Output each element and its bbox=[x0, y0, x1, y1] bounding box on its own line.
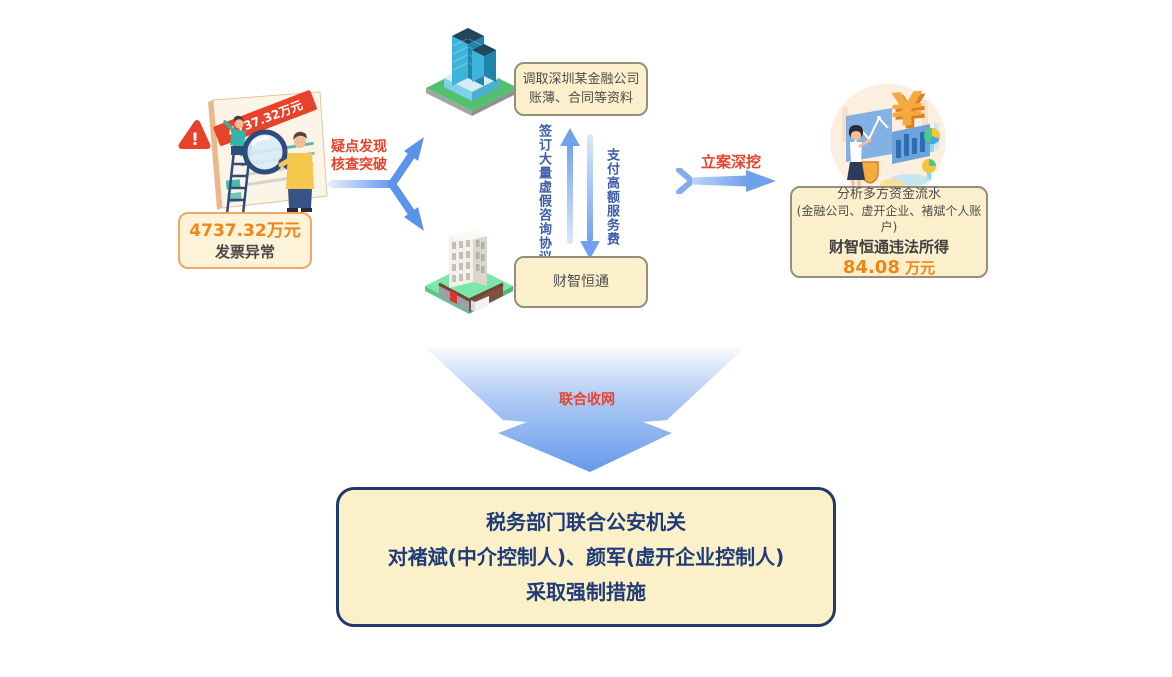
building-door bbox=[450, 290, 457, 304]
finance-building-illustration bbox=[426, 28, 518, 116]
invoice-amount: 4737.32万元 bbox=[189, 220, 301, 241]
bar-chart-panel bbox=[892, 124, 930, 164]
finance-evidence-box: 调取深圳某金融公司 账薄、合同等资料 bbox=[514, 62, 648, 116]
yuan-icon: ¥ ¥ bbox=[891, 81, 926, 140]
invoice-document-illustration: 4737.32万元 bbox=[178, 90, 328, 215]
inspector-on-ladder bbox=[223, 115, 246, 155]
invoice-status: 发票异常 bbox=[214, 242, 275, 261]
svg-text:¥: ¥ bbox=[894, 84, 926, 140]
enforcement-result-box: 税务部门联合公安机关 对褚斌(中介控制人)、颜军(虚开企业控制人) 采取强制措施 bbox=[336, 487, 836, 627]
invoice-amount-box: 4737.32万元 发票异常 bbox=[178, 212, 312, 269]
arrow-down bbox=[580, 134, 600, 259]
flow-pay-label: 支付高额服务费 bbox=[604, 148, 619, 246]
fund-analysis-illustration: ¥ ¥ bbox=[830, 81, 946, 196]
svg-text:¥: ¥ bbox=[891, 81, 923, 137]
company-building-illustration bbox=[425, 230, 513, 314]
inspector-standing bbox=[278, 131, 314, 212]
joint-action-arrow bbox=[425, 347, 745, 472]
split-arrow bbox=[328, 137, 424, 231]
warning-icon: ! bbox=[178, 120, 211, 150]
case-arrow bbox=[676, 168, 776, 194]
company-name-box: 财智恒通 bbox=[514, 256, 648, 308]
arrow-up bbox=[560, 128, 580, 244]
warning-exclamation: ! bbox=[191, 130, 199, 150]
step2-label: 立案深挖 bbox=[701, 153, 762, 171]
step3-label: 联合收网 bbox=[559, 392, 615, 408]
step1-label: 疑点发现 核查突破 bbox=[331, 139, 387, 173]
flow-sign-label: 签订大量虚假咨询协议 bbox=[536, 124, 551, 264]
pie-chart-icon bbox=[922, 127, 941, 180]
illegal-gain-amount: 84.08 万元 bbox=[842, 256, 936, 278]
analyst-figure bbox=[847, 125, 872, 193]
exchange-arrows bbox=[560, 128, 600, 259]
fund-analysis-box: 分析多方资金流水 (金融公司、虚开企业、褚斌个人账户) 财智恒通违法所得 84.… bbox=[790, 186, 988, 278]
